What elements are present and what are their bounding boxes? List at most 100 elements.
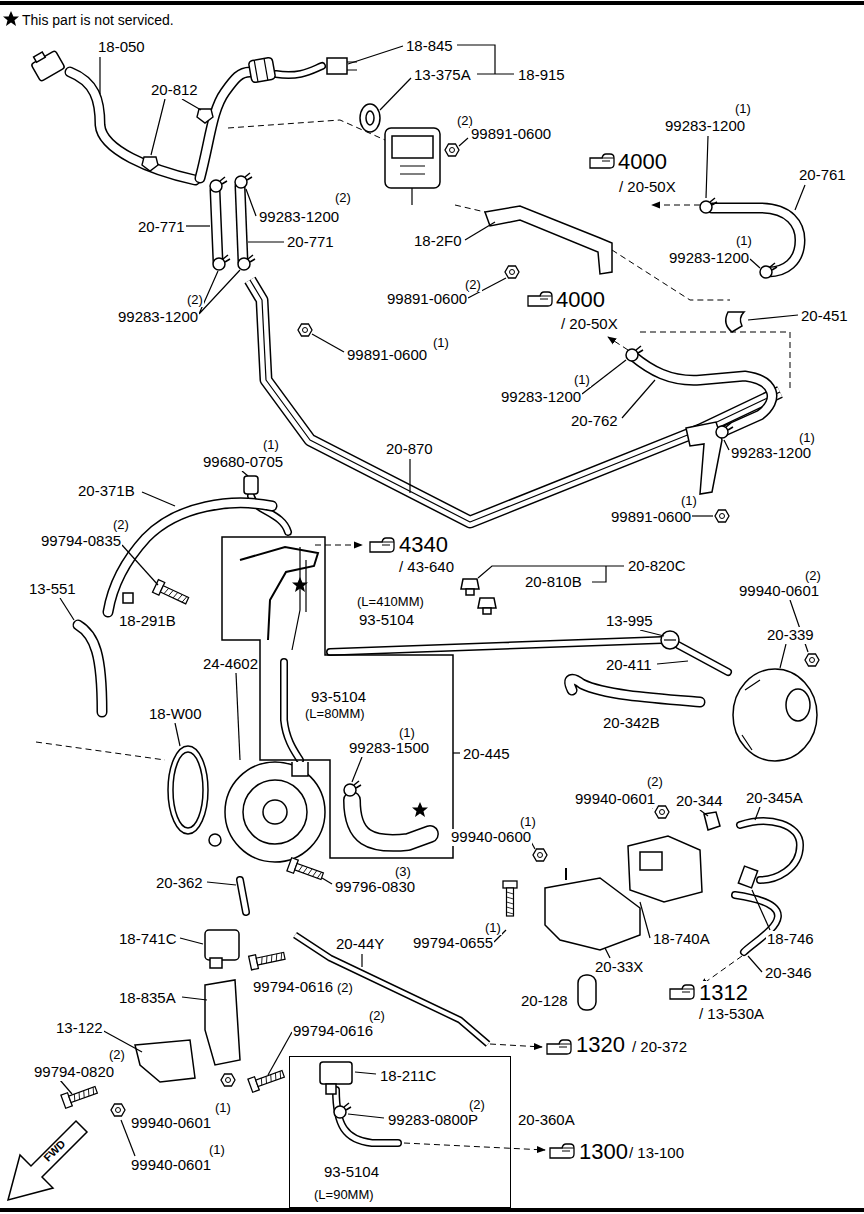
quantity: (2) (112, 518, 130, 532)
text-holder: 99891-0600 (386, 290, 468, 308)
text-holder: (L=90MM) (313, 1185, 375, 1203)
quantity: (2) (646, 775, 664, 789)
part-number: 20-445 (462, 746, 511, 763)
text-holder: 99283-1200 (730, 444, 812, 462)
text-holder: 99283-0800P (387, 1111, 479, 1129)
text-holder: 20-810B (524, 573, 583, 591)
text-holder: 99940-0601 (130, 1114, 212, 1132)
group-box: 20-44593-5104(L=80MM)(1)99283-1500 (222, 537, 453, 858)
text-holder: 1300 (578, 1140, 629, 1164)
part-number: 20-371B (77, 483, 136, 500)
leader-line (60, 45, 808, 1156)
text-holder: 20-812 (150, 81, 199, 99)
part-number: 18-746 (766, 931, 815, 948)
text-holder: 99283-1200 (664, 117, 746, 135)
part-number: 99283-1200 (668, 250, 750, 267)
part-number: 18-2F0 (413, 233, 463, 250)
text-holder: (2) (336, 978, 354, 996)
text-holder: (2) (186, 290, 204, 308)
text-holder: 20-761 (798, 166, 847, 184)
quantity: (2) (468, 1098, 486, 1112)
part-number: 20-128 (520, 993, 569, 1010)
section-number: 1312 (698, 981, 749, 1005)
part-number: 20-362 (155, 875, 204, 892)
quantity: (1) (262, 438, 280, 452)
text-holder: 13-995 (605, 612, 654, 630)
fastener (61, 109, 819, 1118)
text-holder: 18-050 (97, 38, 146, 56)
part-number: 18-740A (652, 931, 711, 948)
part-number: 99680-0705 (202, 454, 284, 471)
part-number: 20-812 (150, 82, 199, 99)
text-holder: 20-344 (675, 792, 724, 810)
text-holder: 18-740A (652, 930, 711, 948)
text-holder: (1) (734, 99, 752, 117)
part-number: 13-551 (28, 581, 77, 598)
text-holder: 20-771 (137, 218, 186, 236)
part-number: 99940-0601 (130, 1157, 212, 1174)
text-holder: 99794-0616 (292, 1022, 374, 1040)
part-number: 99283-1200 (117, 309, 199, 326)
part-number: 18-915 (517, 67, 566, 84)
part-number: 13-995 (605, 613, 654, 630)
text-holder: 99283-1200 (668, 249, 750, 267)
text-holder: 13-122 (55, 1019, 104, 1037)
text-holder: 99940-0601 (738, 582, 820, 600)
text-holder: 18-W00 (148, 705, 203, 723)
part-number: 99794-0835 (40, 533, 122, 550)
part-number: 93-5104 (323, 1164, 380, 1181)
text-holder: 24-4602 (202, 655, 259, 673)
text-holder: 20-762 (570, 412, 619, 430)
text-holder: 20-870 (385, 440, 434, 458)
text-holder: (2) (108, 1045, 126, 1063)
part-number: 99940-0600 (450, 829, 532, 846)
part-number: 18-W00 (148, 706, 203, 723)
pipe (250, 280, 780, 1044)
text-holder: 99283-1200 (258, 208, 340, 226)
section-number: 4000 (555, 288, 606, 312)
text-holder: 18-915 (517, 66, 566, 84)
part-number: 20-870 (385, 441, 434, 458)
text-holder: 13-551 (28, 580, 77, 598)
text-holder: 99940-0601 (574, 790, 656, 808)
text-holder: / 13-530A (698, 1005, 765, 1023)
part-number: 99283-1200 (664, 118, 746, 135)
quantity: (1) (208, 1143, 226, 1157)
text-holder: (1) (680, 491, 698, 509)
text-holder: 93-5104 (310, 688, 367, 706)
text-holder: / 20-50X (560, 315, 619, 333)
quantity: (2) (334, 191, 352, 205)
text-holder: 20-339 (766, 626, 815, 644)
reference-hand (370, 154, 694, 1158)
quantity: (1) (484, 921, 502, 935)
text-holder: 99891-0600 (346, 346, 428, 364)
text-holder: / 20-50X (618, 178, 677, 196)
text-holder: 18-291B (118, 612, 177, 630)
group-outline-shape (222, 537, 453, 858)
text-holder: 99891-0600 (610, 508, 692, 526)
part-number: 20-344 (675, 793, 724, 810)
reference-figure: / 13-100 (628, 1145, 685, 1162)
part-number: 20-346 (764, 965, 813, 982)
part-number: 20-342B (602, 715, 661, 732)
part-number: 18-845 (405, 38, 454, 55)
part-number: 99794-0820 (33, 1064, 115, 1081)
section-number: 1300 (578, 1140, 629, 1164)
not-serviced-star (3, 11, 428, 817)
quantity: (1) (735, 234, 753, 248)
part-number: 99283-1200 (500, 389, 582, 406)
part-number: 20-451 (800, 308, 849, 325)
quantity: (1) (573, 373, 591, 387)
part-number: 99891-0600 (610, 509, 692, 526)
text-holder: 99794-0655 (412, 934, 494, 952)
hose (70, 66, 800, 1143)
text-holder: (2) (368, 1006, 386, 1024)
part-number: 20-762 (570, 413, 619, 430)
quantity: (2) (108, 1048, 126, 1062)
text-holder: / 13-100 (628, 1144, 685, 1162)
part-number: 24-4602 (202, 656, 259, 673)
text-holder: (2) (334, 188, 352, 206)
text-holder: (2) (804, 566, 822, 584)
